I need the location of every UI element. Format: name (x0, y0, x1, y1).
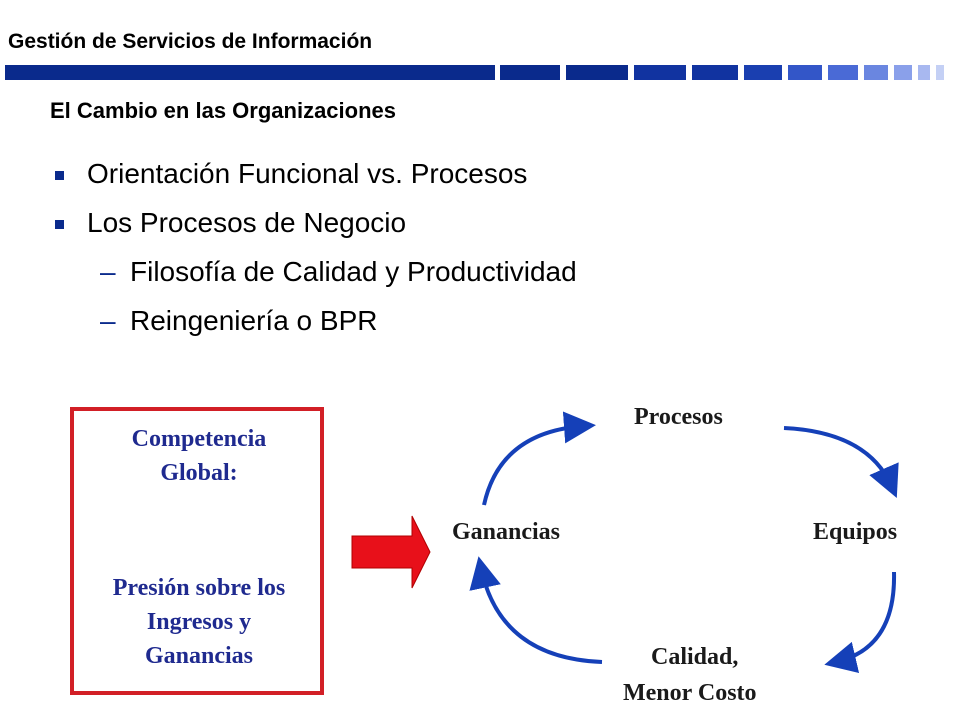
bullet-text: Orientación Funcional vs. Procesos (87, 158, 528, 189)
competition-box (70, 407, 324, 695)
square-bullet-icon (55, 220, 64, 229)
subbullet-text: Filosofía de Calidad y Productividad (130, 256, 577, 287)
cycle-label-right: Equipos (813, 519, 898, 545)
slide-header-title: Gestión de Servicios de Información (8, 30, 373, 53)
red-arrow-icon (351, 515, 431, 589)
dash-bullet-icon: – (100, 256, 116, 287)
subbullet-text: Reingeniería o BPR (130, 305, 378, 336)
box-line: Ganancias (144, 643, 254, 669)
slide-subtitle: El Cambio en las Organizaciones (50, 98, 396, 123)
cycle-label-left: Ganancias (452, 519, 561, 545)
cycle-arrow-icon (482, 411, 596, 506)
box-line: Global: (160, 460, 238, 486)
subbullet-item: – Filosofía de Calidad y Productividad (100, 256, 577, 288)
bullet-text: Los Procesos de Negocio (87, 207, 407, 238)
box-line: Presión sobre los (112, 575, 286, 601)
subbullet-item: – Reingeniería o BPR (100, 305, 377, 337)
cycle-arrow-icon (469, 556, 603, 664)
box-line: Ingresos y (146, 609, 252, 635)
box-line: Competencia (131, 426, 267, 452)
cycle-arrow-icon (824, 571, 897, 674)
dash-bullet-icon: – (100, 305, 116, 336)
cycle-label-bottom: Calidad, (651, 644, 739, 670)
square-bullet-icon (55, 171, 64, 180)
cycle-label-bottom: Menor Costo (623, 680, 757, 706)
cycle-label-top: Procesos (634, 404, 723, 430)
cycle-arrow-icon (783, 426, 899, 498)
